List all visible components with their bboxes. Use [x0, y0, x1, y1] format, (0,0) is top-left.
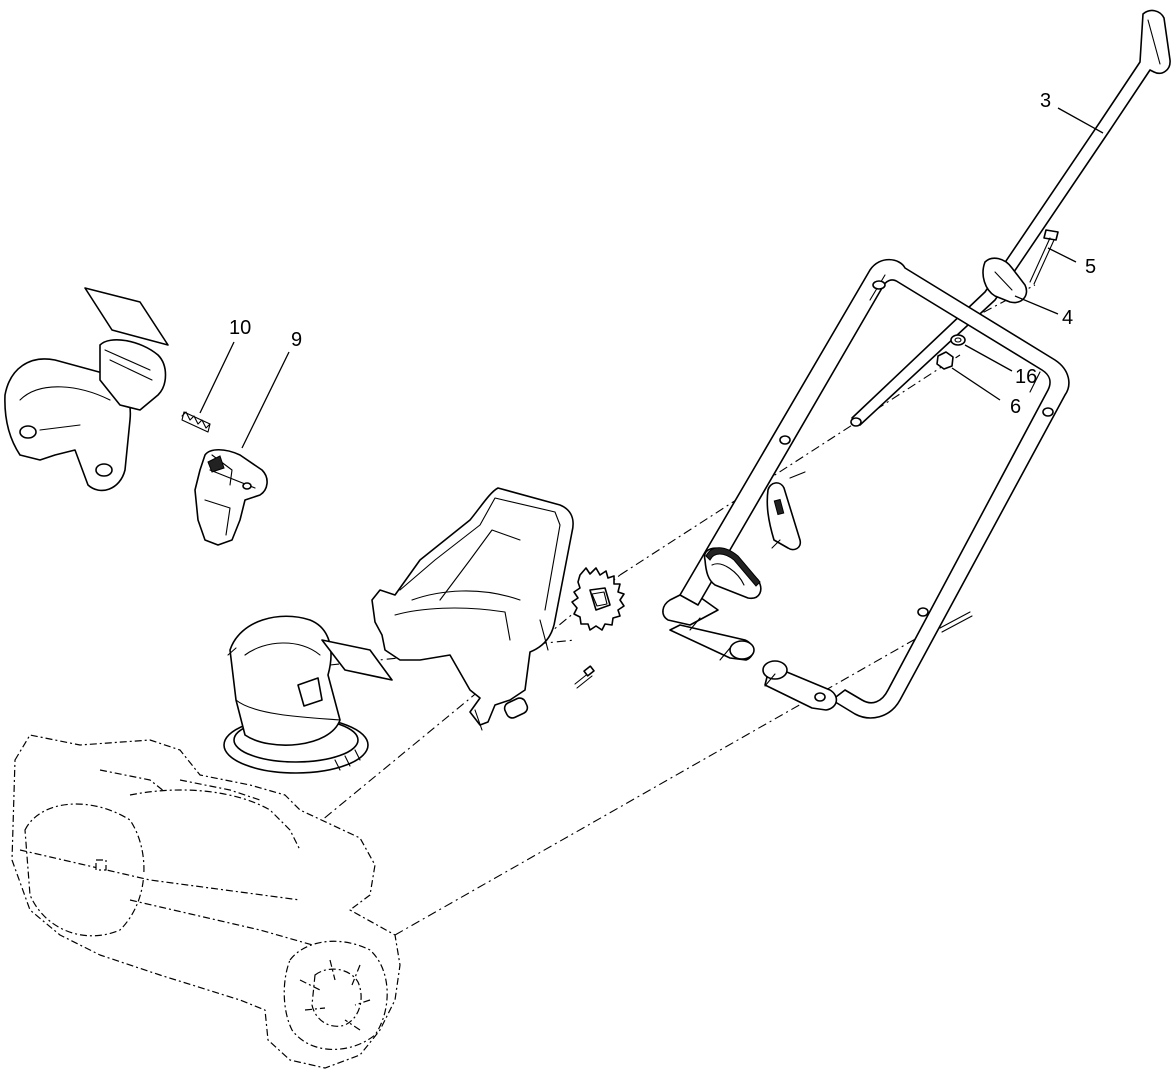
leader-16 [964, 344, 1013, 372]
label-sheet-lower [321, 639, 393, 681]
leader-9 [241, 351, 290, 449]
callout-4: 4 [1062, 307, 1073, 329]
washer-part [950, 334, 966, 346]
chute-cup [223, 615, 369, 774]
control-bracket [194, 448, 268, 546]
callout-9: 9 [291, 329, 302, 351]
spring-part [181, 411, 211, 433]
leader-5 [1047, 247, 1077, 263]
clip-part [982, 257, 1028, 304]
callout-labels: 3 5 4 16 6 9 10 [229, 90, 1096, 418]
deflector-cover [4, 339, 167, 492]
leader-4 [1014, 295, 1059, 315]
handle-rod [850, 9, 1171, 427]
nut-part [936, 351, 954, 370]
leader-lines [199, 107, 1104, 449]
pivot-bracket [766, 471, 806, 551]
callout-10: 10 [229, 317, 251, 339]
callout-6: 6 [1010, 396, 1021, 418]
sprocket-gear [571, 567, 625, 631]
chute-screw [574, 665, 595, 689]
chute-base [371, 487, 574, 731]
leader-3 [1057, 107, 1104, 134]
callout-16: 16 [1015, 366, 1037, 388]
housing-phantom [11, 734, 401, 1069]
label-sheet-upper [84, 287, 169, 346]
callout-3: 3 [1040, 90, 1051, 112]
leader-10 [199, 341, 235, 414]
handle-frame [662, 258, 1070, 719]
adjustment-knob [703, 547, 762, 600]
callout-5: 5 [1085, 256, 1096, 278]
bolt-part [1029, 229, 1059, 285]
leader-6 [951, 367, 1001, 401]
